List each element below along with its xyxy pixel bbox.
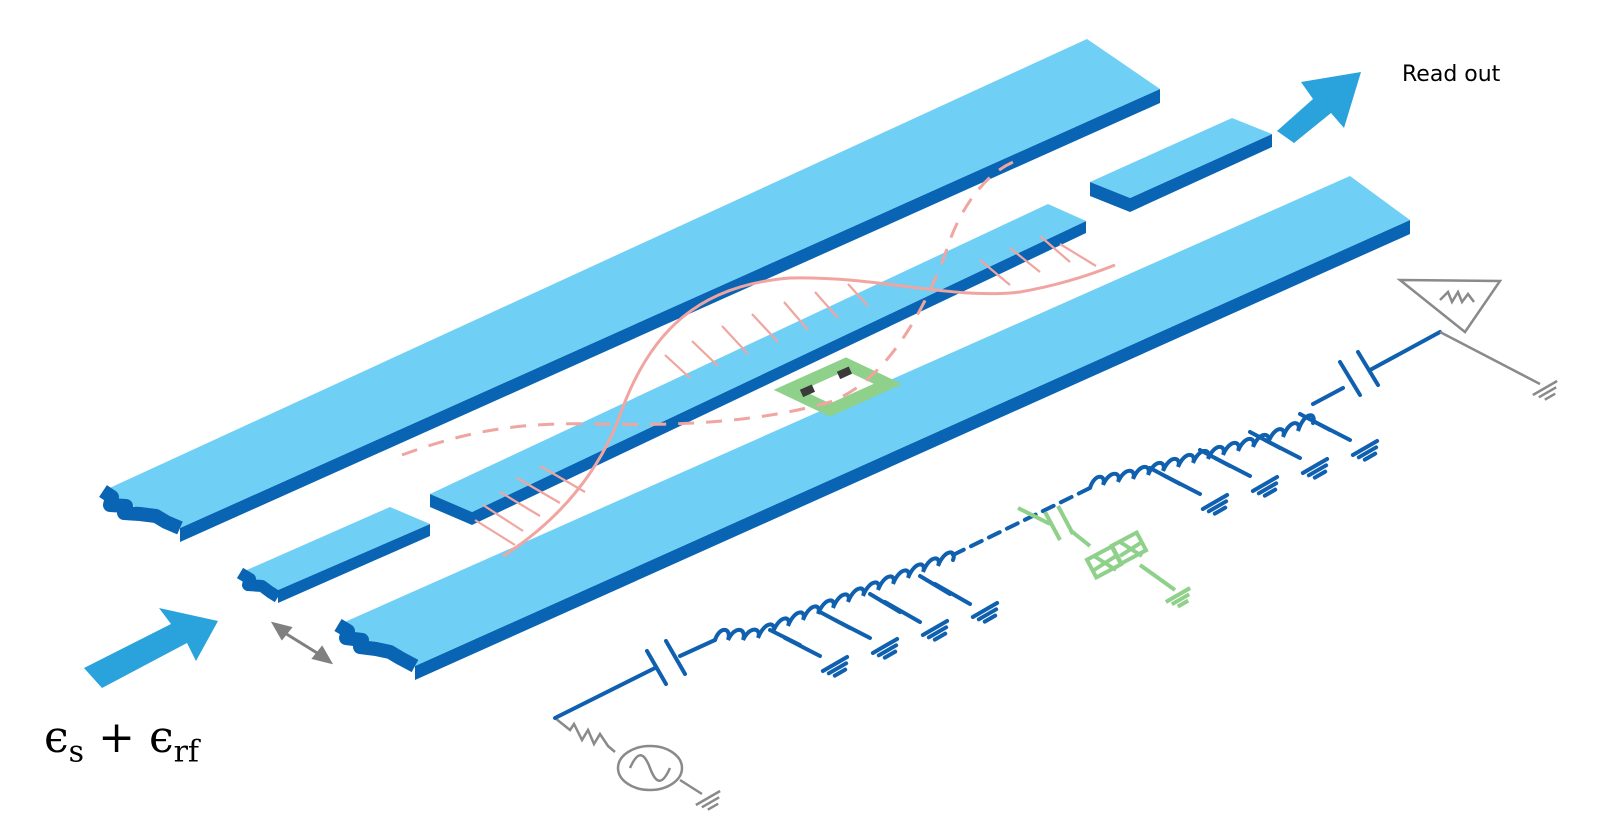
- input-arrow-icon: [84, 608, 218, 688]
- eps-sub-rf: rf: [173, 734, 200, 770]
- input-coupler-strip: [236, 507, 430, 603]
- eps-symbol-2: ϵ: [148, 712, 174, 763]
- lc-chain-circuit: [553, 330, 1442, 720]
- amplifier: [1396, 278, 1564, 405]
- readout-arrow-icon: [1277, 72, 1361, 143]
- coupling-gap-double-arrow-icon: [270, 621, 334, 665]
- ground-plane-lower: [334, 176, 1410, 680]
- ac-source: [554, 717, 727, 815]
- ground-icon: [1531, 379, 1564, 405]
- eps-sub-s: s: [68, 734, 85, 770]
- ground-icon: [694, 789, 727, 815]
- readout-coupler-strip: [1090, 118, 1272, 212]
- qubit-circuit: [1017, 505, 1198, 613]
- input-drive-label: ϵs+ϵrf: [44, 712, 199, 770]
- eps-symbol: ϵ: [44, 712, 69, 763]
- readout-label: Read out: [1402, 62, 1501, 87]
- plus-sign: +: [98, 712, 135, 763]
- field-arrows: [474, 235, 1097, 546]
- qubit-loop: [773, 357, 903, 417]
- center-conductor-strip: [430, 204, 1086, 525]
- field-mode-sine: [401, 158, 1116, 558]
- ground-plane-upper: [99, 39, 1160, 542]
